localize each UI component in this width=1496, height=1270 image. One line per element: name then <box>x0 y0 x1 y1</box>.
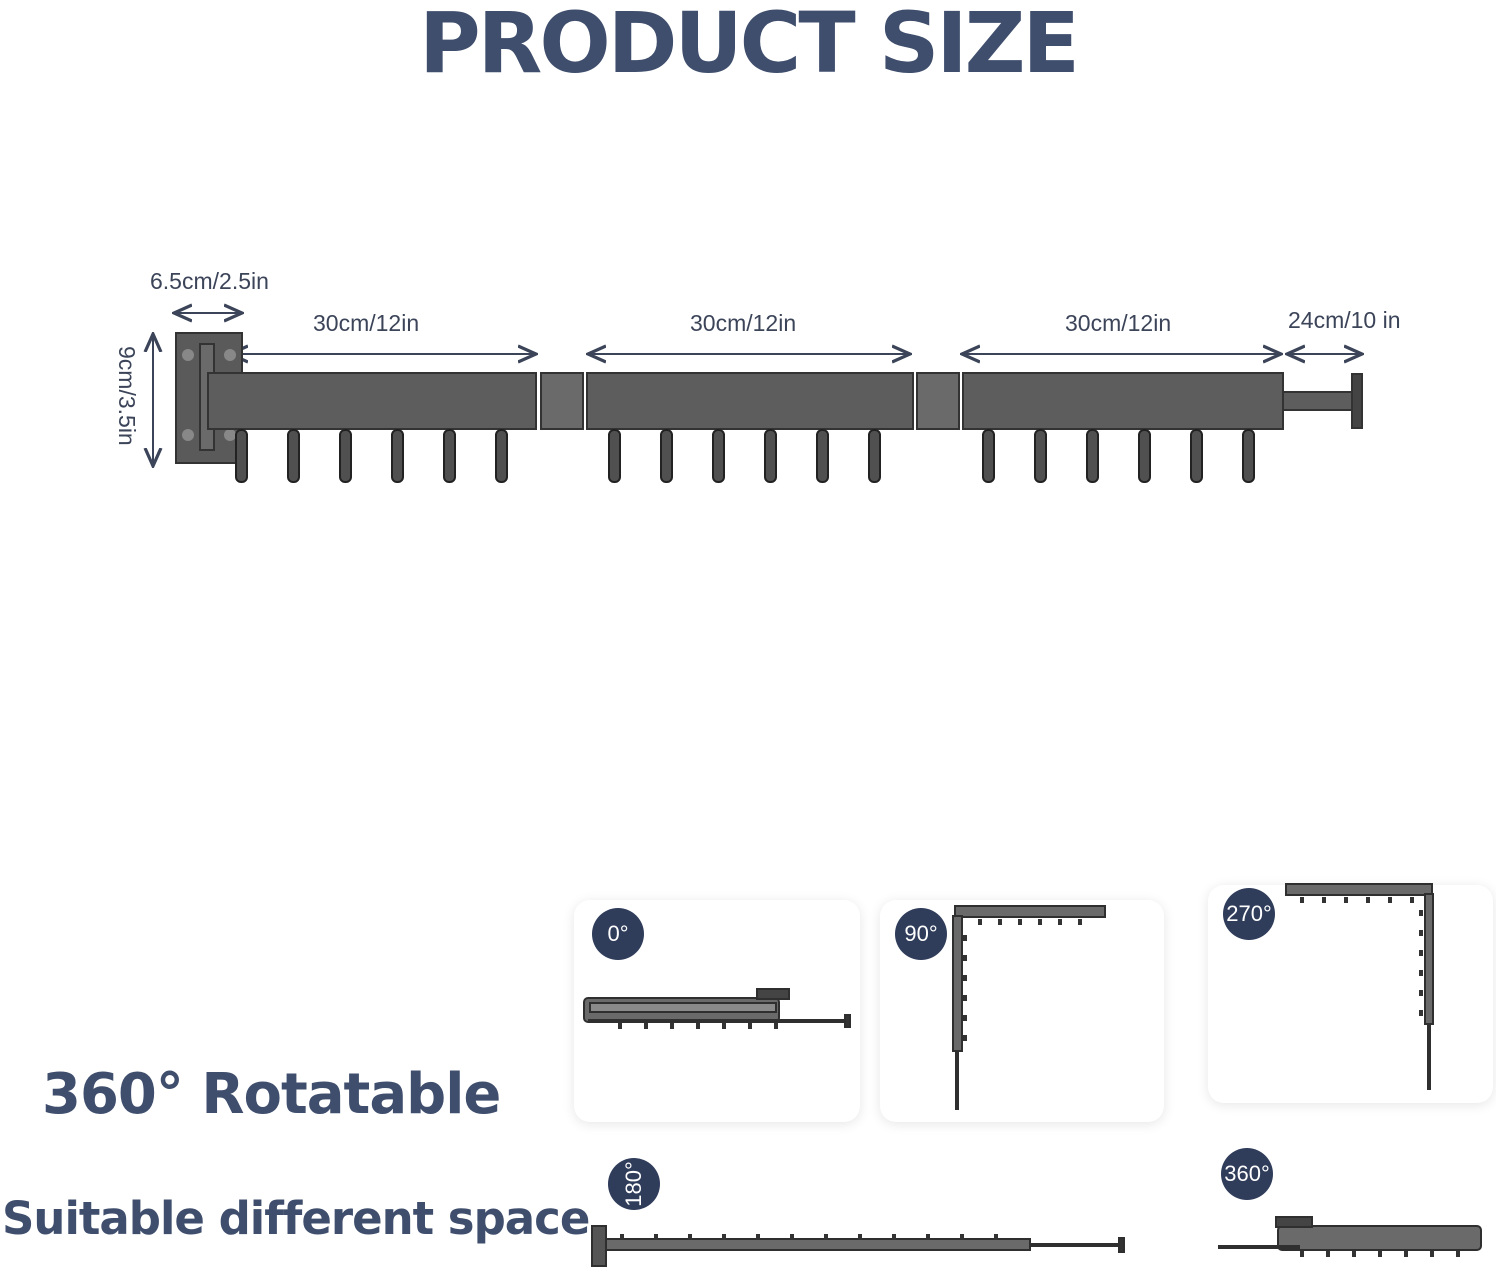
mini-peg <box>722 1023 726 1029</box>
angle-badge-270: 270° <box>1223 888 1275 940</box>
mini-peg <box>620 1234 624 1240</box>
dim-base-width: 6.5cm/2.5in <box>150 268 269 294</box>
mini-peg <box>1366 897 1370 903</box>
hanging-peg <box>868 429 881 483</box>
mini-peg <box>1078 919 1082 925</box>
mini-peg <box>774 1023 778 1029</box>
mini-peg <box>994 1234 998 1240</box>
mini-peg <box>1419 970 1423 976</box>
mini-peg <box>696 1023 700 1029</box>
mini-peg <box>1038 919 1042 925</box>
page-title: PRODUCT SIZE <box>419 0 1080 92</box>
mini-peg <box>963 935 967 941</box>
mini-peg <box>926 1234 930 1240</box>
hanging-peg <box>712 429 725 483</box>
mini-peg <box>892 1234 896 1240</box>
hanging-peg <box>764 429 777 483</box>
mini-peg <box>722 1234 726 1240</box>
mini-peg <box>1058 919 1062 925</box>
hanging-peg <box>660 429 673 483</box>
mini-peg <box>618 1023 622 1029</box>
hanging-peg <box>1086 429 1099 483</box>
mini-peg <box>1352 1251 1356 1257</box>
mini-peg <box>1419 930 1423 936</box>
mini-peg <box>824 1234 828 1240</box>
dim-arm-2: 30cm/12in <box>690 310 797 336</box>
mini-peg <box>858 1234 862 1240</box>
mini-peg <box>1300 897 1304 903</box>
mini-peg <box>1410 897 1414 903</box>
dim-end: 24cm/10 in <box>1288 307 1401 333</box>
hanging-peg <box>982 429 995 483</box>
mini-peg <box>670 1023 674 1029</box>
hanging-peg <box>391 429 404 483</box>
hanging-peg <box>443 429 456 483</box>
hanging-peg <box>1138 429 1151 483</box>
mini-peg <box>1322 897 1326 903</box>
hanging-peg <box>495 429 508 483</box>
dim-arm-3: 30cm/12in <box>1065 310 1172 336</box>
mini-peg <box>998 919 1002 925</box>
mini-peg <box>1430 1251 1434 1257</box>
rack-diagram <box>0 0 1496 483</box>
mini-peg <box>688 1234 692 1240</box>
hanging-peg <box>235 429 248 483</box>
mini-peg <box>960 1234 964 1240</box>
mini-peg <box>1378 1251 1382 1257</box>
angle-badge-90: 90° <box>895 908 947 960</box>
angle-badge-360: 360° <box>1221 1148 1273 1200</box>
mini-peg <box>1344 897 1348 903</box>
mini-peg <box>748 1023 752 1029</box>
hanging-peg <box>608 429 621 483</box>
hanging-peg <box>287 429 300 483</box>
mini-peg <box>756 1234 760 1240</box>
mini-peg <box>654 1234 658 1240</box>
rotatable-heading: 360° Rotatable <box>42 1062 501 1127</box>
mini-peg <box>963 995 967 1001</box>
hanging-peg <box>1034 429 1047 483</box>
mini-peg <box>1388 897 1392 903</box>
mini-peg <box>644 1023 648 1029</box>
angle-badge-0: 0° <box>592 908 644 960</box>
mini-peg <box>790 1234 794 1240</box>
mini-peg <box>1419 990 1423 996</box>
mini-peg <box>1419 950 1423 956</box>
hanging-peg <box>816 429 829 483</box>
space-subheading: Suitable different space <box>2 1192 590 1245</box>
mini-peg <box>963 975 967 981</box>
hanging-peg <box>1242 429 1255 483</box>
mini-peg <box>1419 910 1423 916</box>
mini-peg <box>978 919 982 925</box>
mini-peg <box>963 955 967 961</box>
hanging-peg <box>1190 429 1203 483</box>
mini-peg <box>963 1015 967 1021</box>
mini-peg <box>1456 1251 1460 1257</box>
mini-peg <box>1404 1251 1408 1257</box>
mini-peg <box>1419 1010 1423 1016</box>
mini-peg <box>1018 919 1022 925</box>
hanging-peg <box>339 429 352 483</box>
dim-arm-1: 30cm/12in <box>313 310 420 336</box>
mini-peg <box>963 1035 967 1041</box>
mini-peg <box>1326 1251 1330 1257</box>
mini-peg <box>1300 1251 1304 1257</box>
